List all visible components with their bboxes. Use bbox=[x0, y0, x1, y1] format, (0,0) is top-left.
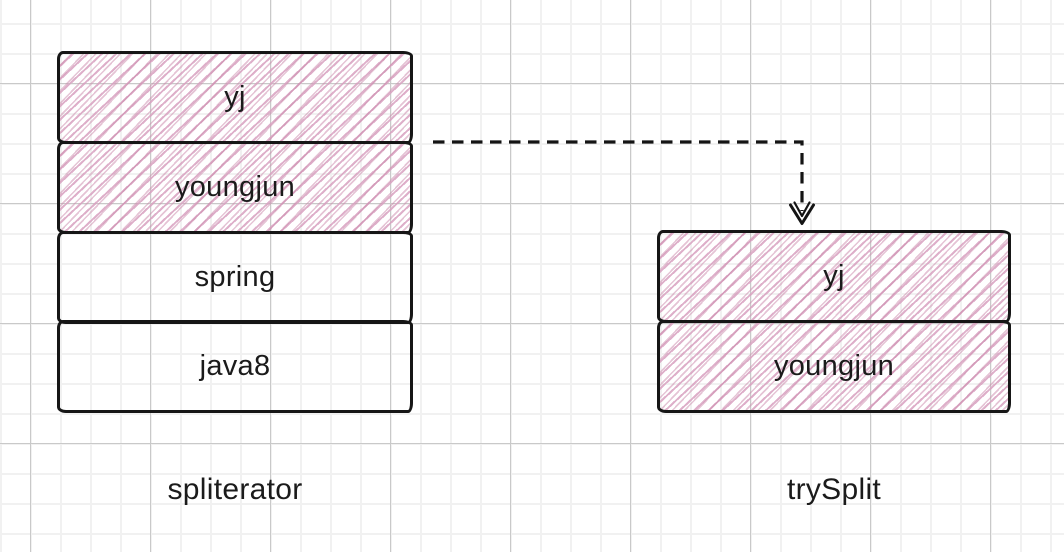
spliterator-label: spliterator bbox=[167, 473, 303, 506]
arrowhead-icon bbox=[789, 203, 815, 225]
stack-row-youngjun: youngjun bbox=[57, 140, 413, 234]
stack-row-java8: java8 bbox=[57, 320, 413, 414]
stack-row-yj: yj bbox=[657, 230, 1011, 323]
stack-row-spring: spring bbox=[57, 230, 413, 324]
row-label: yj bbox=[224, 81, 246, 113]
row-label: spring bbox=[194, 260, 276, 293]
trysplit-label: trySplit bbox=[786, 473, 882, 506]
row-label: yj bbox=[823, 260, 845, 292]
row-label: youngjun bbox=[174, 170, 296, 203]
stack-row-youngjun: youngjun bbox=[657, 319, 1011, 413]
stack-row-yj: yj bbox=[57, 51, 413, 144]
row-label: java8 bbox=[199, 350, 271, 383]
arrowhead-inner-stroke bbox=[793, 201, 811, 218]
trysplit-stack: yj youngjun bbox=[657, 230, 1011, 413]
spliterator-stack: yj youngjun spring java8 bbox=[57, 51, 413, 414]
arrow-line bbox=[433, 140, 804, 211]
row-label: youngjun bbox=[773, 349, 895, 382]
